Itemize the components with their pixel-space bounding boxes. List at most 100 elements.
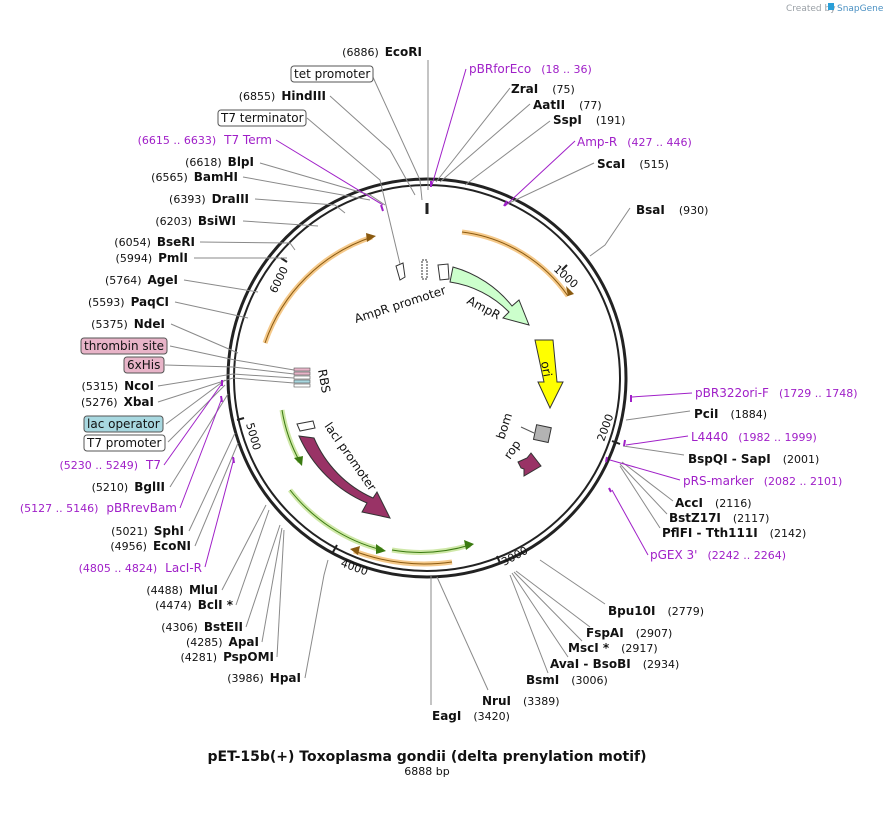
- laci-arrow: [298, 435, 391, 519]
- site-sphi[interactable]: (5021)SphI: [111, 524, 184, 538]
- site-bcli[interactable]: (4474)BclI *: [155, 598, 234, 612]
- map-title: pET-15b(+) Toxoplasma gondii (delta pren…: [208, 749, 647, 765]
- site-bseri[interactable]: (6054)BseRI: [114, 235, 195, 249]
- site-scai[interactable]: ScaI(515): [597, 157, 669, 171]
- site-hindiii[interactable]: (6855)HindIII: [239, 89, 326, 103]
- leader-apai: [261, 527, 283, 643]
- map-length: 6888 bp: [404, 765, 449, 778]
- leader-nrui: [436, 576, 489, 691]
- site-nrui[interactable]: NruI(3389): [482, 694, 560, 708]
- site-hpai[interactable]: (3986)HpaI: [227, 671, 301, 685]
- label-thrombin-site[interactable]: thrombin site: [84, 339, 164, 353]
- primer-prs-marker[interactable]: pRS-marker(2082 .. 2101): [683, 474, 842, 488]
- leader-fspai: [515, 570, 591, 628]
- primer-l4440[interactable]: L4440(1982 .. 1999): [691, 430, 817, 444]
- site-bstz17i[interactable]: BstZ17I(2117): [669, 511, 769, 525]
- label-t7-promoter[interactable]: T7 promoter: [86, 436, 162, 450]
- leader-hindiii: [329, 95, 416, 196]
- green-arc-1: [279, 409, 303, 464]
- site-ncoi[interactable]: (5315)NcoI: [82, 379, 154, 393]
- label-lac-operator[interactable]: lac operator: [87, 417, 160, 431]
- site-bspqi-sapi[interactable]: BspQI - SapI(2001): [688, 452, 819, 466]
- site-bsmi[interactable]: BsmI(3006): [526, 673, 608, 687]
- primer-leader-pbr322ori: [631, 392, 693, 398]
- site-bglii[interactable]: (5210)BglII: [92, 480, 165, 494]
- t7-promoter-label-box: [83, 434, 166, 452]
- primer-mark-pgex: [608, 487, 612, 493]
- site-leaders: [157, 60, 691, 705]
- primer-leader-l4440: [625, 435, 689, 446]
- site-pcii[interactable]: PciI(1884): [694, 407, 767, 421]
- site-sspi[interactable]: SspI(191): [553, 113, 625, 127]
- leader-t7-promoter: [167, 384, 226, 443]
- leader-scai: [504, 162, 595, 206]
- site-acci[interactable]: AccI(2116): [675, 496, 752, 510]
- primer-laci-r[interactable]: (4805 .. 4824)LacI-R: [79, 561, 202, 575]
- site-pflfi-tth111i[interactable]: PflFI - Tth111I(2142): [662, 526, 806, 540]
- site-draiii[interactable]: (6393)DraIII: [169, 192, 249, 206]
- primer-ampr[interactable]: Amp-R(427 .. 446): [577, 135, 692, 149]
- green-arc-1-arrowhead: [294, 456, 303, 466]
- leader-ncoi: [157, 373, 295, 387]
- primer-leader-t7: [163, 381, 224, 466]
- primer-pgex-3[interactable]: pGEX 3'(2242 .. 2264): [650, 548, 786, 562]
- label-6xhis[interactable]: 6xHis: [127, 358, 160, 372]
- site-mlui[interactable]: (4488)MluI: [146, 583, 218, 597]
- tick-4000: [332, 544, 338, 553]
- rop-arrow: [517, 452, 542, 477]
- leader-tet-promoter: [371, 74, 423, 201]
- leader-thrombin: [169, 345, 295, 371]
- site-eagi[interactable]: EagI(3420): [432, 709, 510, 723]
- leader-pflfi: [619, 465, 661, 529]
- site-bsiwi[interactable]: (6203)BsiWI: [155, 214, 236, 228]
- site-xbai[interactable]: (5276)XbaI: [81, 395, 154, 409]
- ampr-promoter-arrow-3: [437, 263, 450, 281]
- site-avai-bsobi[interactable]: AvaI - BsoBI(2934): [550, 657, 679, 671]
- leader-mlui: [221, 504, 267, 591]
- leader-lac-operator: [165, 379, 226, 425]
- tick-label-3000: 3000: [499, 544, 530, 569]
- site-agei[interactable]: (5764)AgeI: [105, 273, 178, 287]
- leader-paqci: [174, 301, 249, 319]
- site-ecori[interactable]: (6886)EcoRI: [342, 45, 422, 59]
- feature-label-ampr-promoter: AmpR promoter: [353, 283, 448, 326]
- site-fspai[interactable]: FspAI(2907): [586, 626, 672, 640]
- leader-hpai: [304, 559, 329, 679]
- leader-aatii: [439, 103, 531, 183]
- primer-pbr322ori-f[interactable]: pBR322ori-F(1729 .. 1748): [695, 386, 858, 400]
- primer-t7[interactable]: (5230 .. 5249)T7: [59, 458, 161, 472]
- leader-sspi: [464, 120, 551, 186]
- site-blpi[interactable]: (6618)BlpI: [185, 155, 254, 169]
- tick-2000: [611, 440, 621, 445]
- site-bpu10i[interactable]: Bpu10I(2779): [608, 604, 704, 618]
- primer-leader-pbrforeco: [431, 68, 467, 186]
- primer-t7-term[interactable]: (6615 .. 6633)T7 Term: [138, 133, 272, 147]
- site-econi[interactable]: (4956)EcoNI: [110, 539, 191, 553]
- site-bsai[interactable]: BsaI(930): [636, 203, 708, 217]
- primer-mark-pbrrevbam: [220, 395, 223, 403]
- primer-pbrrevbam[interactable]: (5127 .. 5146)pBRrevBam: [20, 501, 177, 515]
- site-ndei[interactable]: (5375)NdeI: [91, 317, 165, 331]
- laci-orf-arcs: [279, 409, 474, 555]
- bom-leader: [520, 426, 535, 434]
- site-msci[interactable]: MscI *(2917): [568, 641, 658, 655]
- site-aatii[interactable]: AatII(77): [533, 98, 602, 112]
- site-paqci[interactable]: (5593)PaqCI: [88, 295, 169, 309]
- leader-pcii: [625, 410, 691, 421]
- label-t7-terminator[interactable]: T7 terminator: [220, 111, 304, 125]
- rbs-box: [293, 375, 311, 380]
- site-bsteii[interactable]: (4306)BstEII: [161, 620, 243, 634]
- site-zrai[interactable]: ZraI(75): [511, 82, 575, 96]
- leader-sphi: [188, 432, 236, 532]
- site-apai[interactable]: (4285)ApaI: [186, 635, 259, 649]
- site-pspomi[interactable]: (4281)PspOMI: [180, 650, 274, 664]
- leader-bamhi: [242, 176, 371, 201]
- orf-arcs: [262, 229, 574, 567]
- site-pmli[interactable]: (5994)PmlI: [116, 251, 188, 265]
- tick-1000: [561, 264, 568, 271]
- leader-agei: [183, 279, 259, 293]
- bom-box: [532, 424, 552, 444]
- label-tet-promoter[interactable]: tet promoter: [294, 67, 370, 81]
- primer-pbrforeco[interactable]: pBRforEco(18 .. 36): [469, 62, 592, 76]
- site-bamhi[interactable]: (6565)BamHI: [151, 170, 238, 184]
